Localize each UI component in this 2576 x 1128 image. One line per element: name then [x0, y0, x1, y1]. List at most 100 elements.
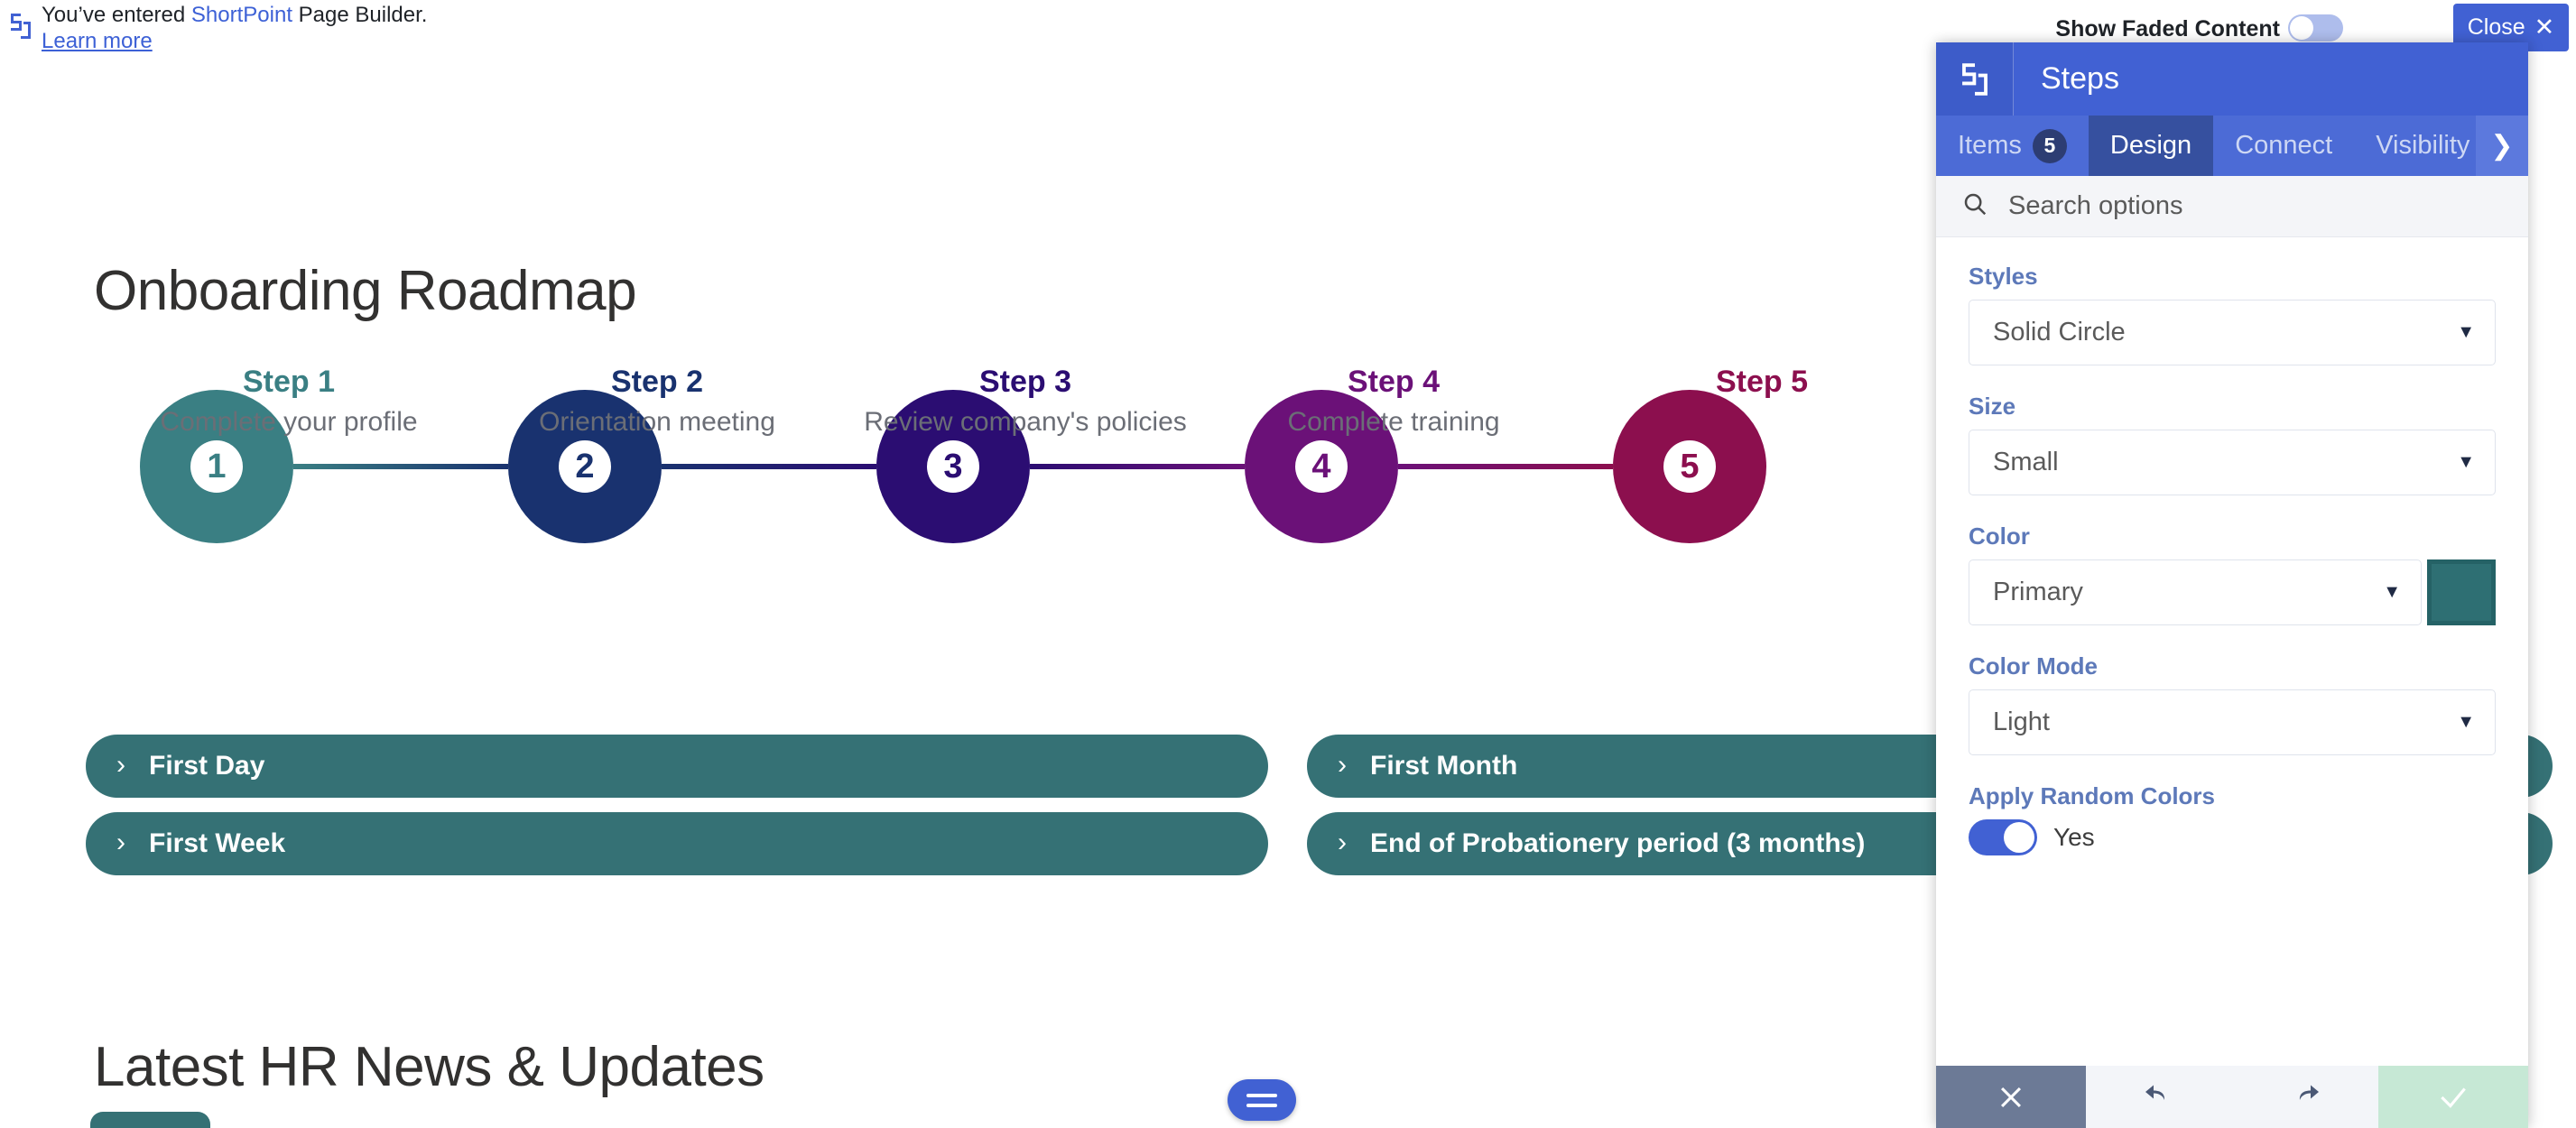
page-title-news: Latest HR News & Updates [94, 1036, 764, 1098]
chevron-down-icon: ▼ [2457, 712, 2475, 732]
panel-tab-label: Visibility [2376, 131, 2470, 160]
accordion-item[interactable]: › First Day [86, 735, 1268, 798]
panel-tab-bar: Items5DesignConnectVisibilityAdva❯ [1936, 116, 2528, 176]
panel-title: Steps [2041, 61, 2119, 96]
shortpoint-logo-icon [1936, 42, 2014, 116]
panel-tab-label: Items [1958, 131, 2022, 160]
option-field-label: Styles [1969, 263, 2038, 290]
show-faded-content-toggle[interactable] [2288, 14, 2343, 42]
show-faded-content-label: Show Faded Content [2055, 16, 2280, 42]
search-icon [1961, 190, 1988, 222]
color-swatch[interactable] [2427, 559, 2496, 625]
option-field-control: Primary▼ [1969, 559, 2496, 625]
option-field-label: Color [1969, 522, 2030, 550]
step-label-1: Step 1 Complete your profile [108, 363, 469, 439]
dropdown-value: Solid Circle [1993, 318, 2126, 347]
panel-redo-button[interactable] [2232, 1066, 2378, 1128]
step-description: Complete your profile [160, 406, 418, 437]
chevron-down-icon: ▼ [2383, 582, 2401, 602]
step-circle-2[interactable]: 2 [508, 390, 662, 543]
accordion-item[interactable]: ›First Week [86, 812, 1268, 875]
panel-tab-badge: 5 [2032, 128, 2067, 163]
drag-handle-icon[interactable] [1228, 1079, 1296, 1121]
steps-circles-layer: 1 2 3 4 5 [0, 363, 2576, 570]
panel-undo-button[interactable] [2086, 1066, 2232, 1128]
panel-cancel-button[interactable] [1936, 1066, 2086, 1128]
chevron-right-icon: › [116, 827, 125, 857]
dropdown-value: Light [1993, 707, 2050, 736]
step-title: Step 2 [610, 365, 704, 399]
close-button-label: Close [2467, 14, 2525, 40]
dropdown-color-mode[interactable]: Light ▼ [1969, 689, 2496, 755]
steps-properties-panel: Steps Items5DesignConnectVisibilityAdva❯… [1936, 42, 2528, 1128]
panel-tab-visibility[interactable]: Visibility [2354, 116, 2491, 176]
dropdown-styles[interactable]: Solid Circle ▼ [1969, 300, 2496, 365]
option-field-label: Apply Random Colors [1969, 782, 2216, 809]
banner-brand: ShortPoint [190, 3, 292, 27]
step-description: Review company's policies [864, 406, 1187, 437]
step-circle-3[interactable]: 3 [876, 390, 1030, 543]
step-title: Step 4 [1347, 365, 1441, 399]
step-title: Step 5 [1715, 365, 1809, 399]
news-tab-news[interactable]: News [90, 1112, 210, 1128]
page-title-roadmap: Onboarding Roadmap [94, 260, 637, 322]
panel-tab-connect[interactable]: Connect [2213, 116, 2354, 176]
learn-more-link[interactable]: Learn more [42, 29, 153, 54]
chevron-down-icon: ▼ [2457, 452, 2475, 472]
toggle-state-label: Yes [2053, 823, 2095, 851]
step-circle-5[interactable]: 5 [1613, 390, 1766, 543]
dropdown-value: Small [1993, 448, 2059, 476]
step-connector [293, 464, 508, 469]
chevron-right-icon: › [1338, 749, 1347, 780]
banner-message: You’ve entered ShortPoint Page Builder. … [42, 3, 427, 55]
accordion-label: First Month [1370, 751, 1518, 781]
chevron-right-icon: › [116, 749, 125, 780]
step-description: Orientation meeting [539, 406, 775, 437]
panel-footer [1936, 1066, 2528, 1128]
chevron-right-icon[interactable]: ❯ [2476, 116, 2528, 176]
apply-random-colors-toggle[interactable] [1969, 819, 2037, 855]
step-number: 5 [1663, 440, 1716, 493]
panel-search-row[interactable] [1936, 176, 2528, 237]
panel-confirm-button[interactable] [2378, 1066, 2528, 1128]
chevron-down-icon: ▼ [2457, 322, 2475, 342]
dropdown-color[interactable]: Primary▼ [1969, 559, 2422, 625]
step-description: Complete training [1287, 406, 1500, 437]
option-field-label: Size [1969, 393, 2016, 420]
toggle-knob [2290, 16, 2313, 40]
close-x-icon: ✕ [2534, 14, 2555, 41]
toggle-row: Yes [1969, 819, 2496, 855]
option-field-control: Small ▼ [1969, 430, 2496, 495]
panel-tab-design[interactable]: Design [2088, 116, 2214, 176]
accordion-label: End of Probationery period (3 months) [1370, 828, 1866, 858]
panel-tab-items[interactable]: Items 5 [1936, 116, 2089, 176]
panel-tab-label: Connect [2235, 131, 2333, 160]
step-number: 3 [927, 440, 979, 493]
banner-text-before: You’ve entered [42, 3, 191, 27]
step-number: 4 [1295, 440, 1348, 493]
step-connector [1030, 464, 1245, 469]
step-circle-4[interactable]: 4 [1245, 390, 1398, 543]
steps-section: 1 2 3 4 5 Step 1 Complete your profile Step 2 O… [0, 363, 2576, 570]
banner-text-after: Page Builder. [292, 3, 428, 27]
accordion-label: First Day [149, 751, 265, 781]
step-title: Step 1 [242, 365, 336, 399]
step-label-2: Step 2 Orientation meeting [477, 363, 838, 439]
option-field-control: Solid Circle ▼ [1969, 300, 2496, 365]
option-field-label: Color Mode [1969, 652, 2098, 680]
step-circle-1[interactable]: 1 [140, 390, 293, 543]
step-label-5: Step 5 [1581, 363, 1942, 406]
step-number: 2 [559, 440, 611, 493]
search-input[interactable] [2008, 191, 2442, 221]
chevron-right-icon: › [1338, 827, 1347, 857]
option-field-control: Light ▼ [1969, 689, 2496, 755]
dropdown-size[interactable]: Small ▼ [1969, 430, 2496, 495]
shortpoint-logo-icon [5, 11, 36, 42]
step-label-4: Step 4 Complete training [1213, 363, 1574, 439]
